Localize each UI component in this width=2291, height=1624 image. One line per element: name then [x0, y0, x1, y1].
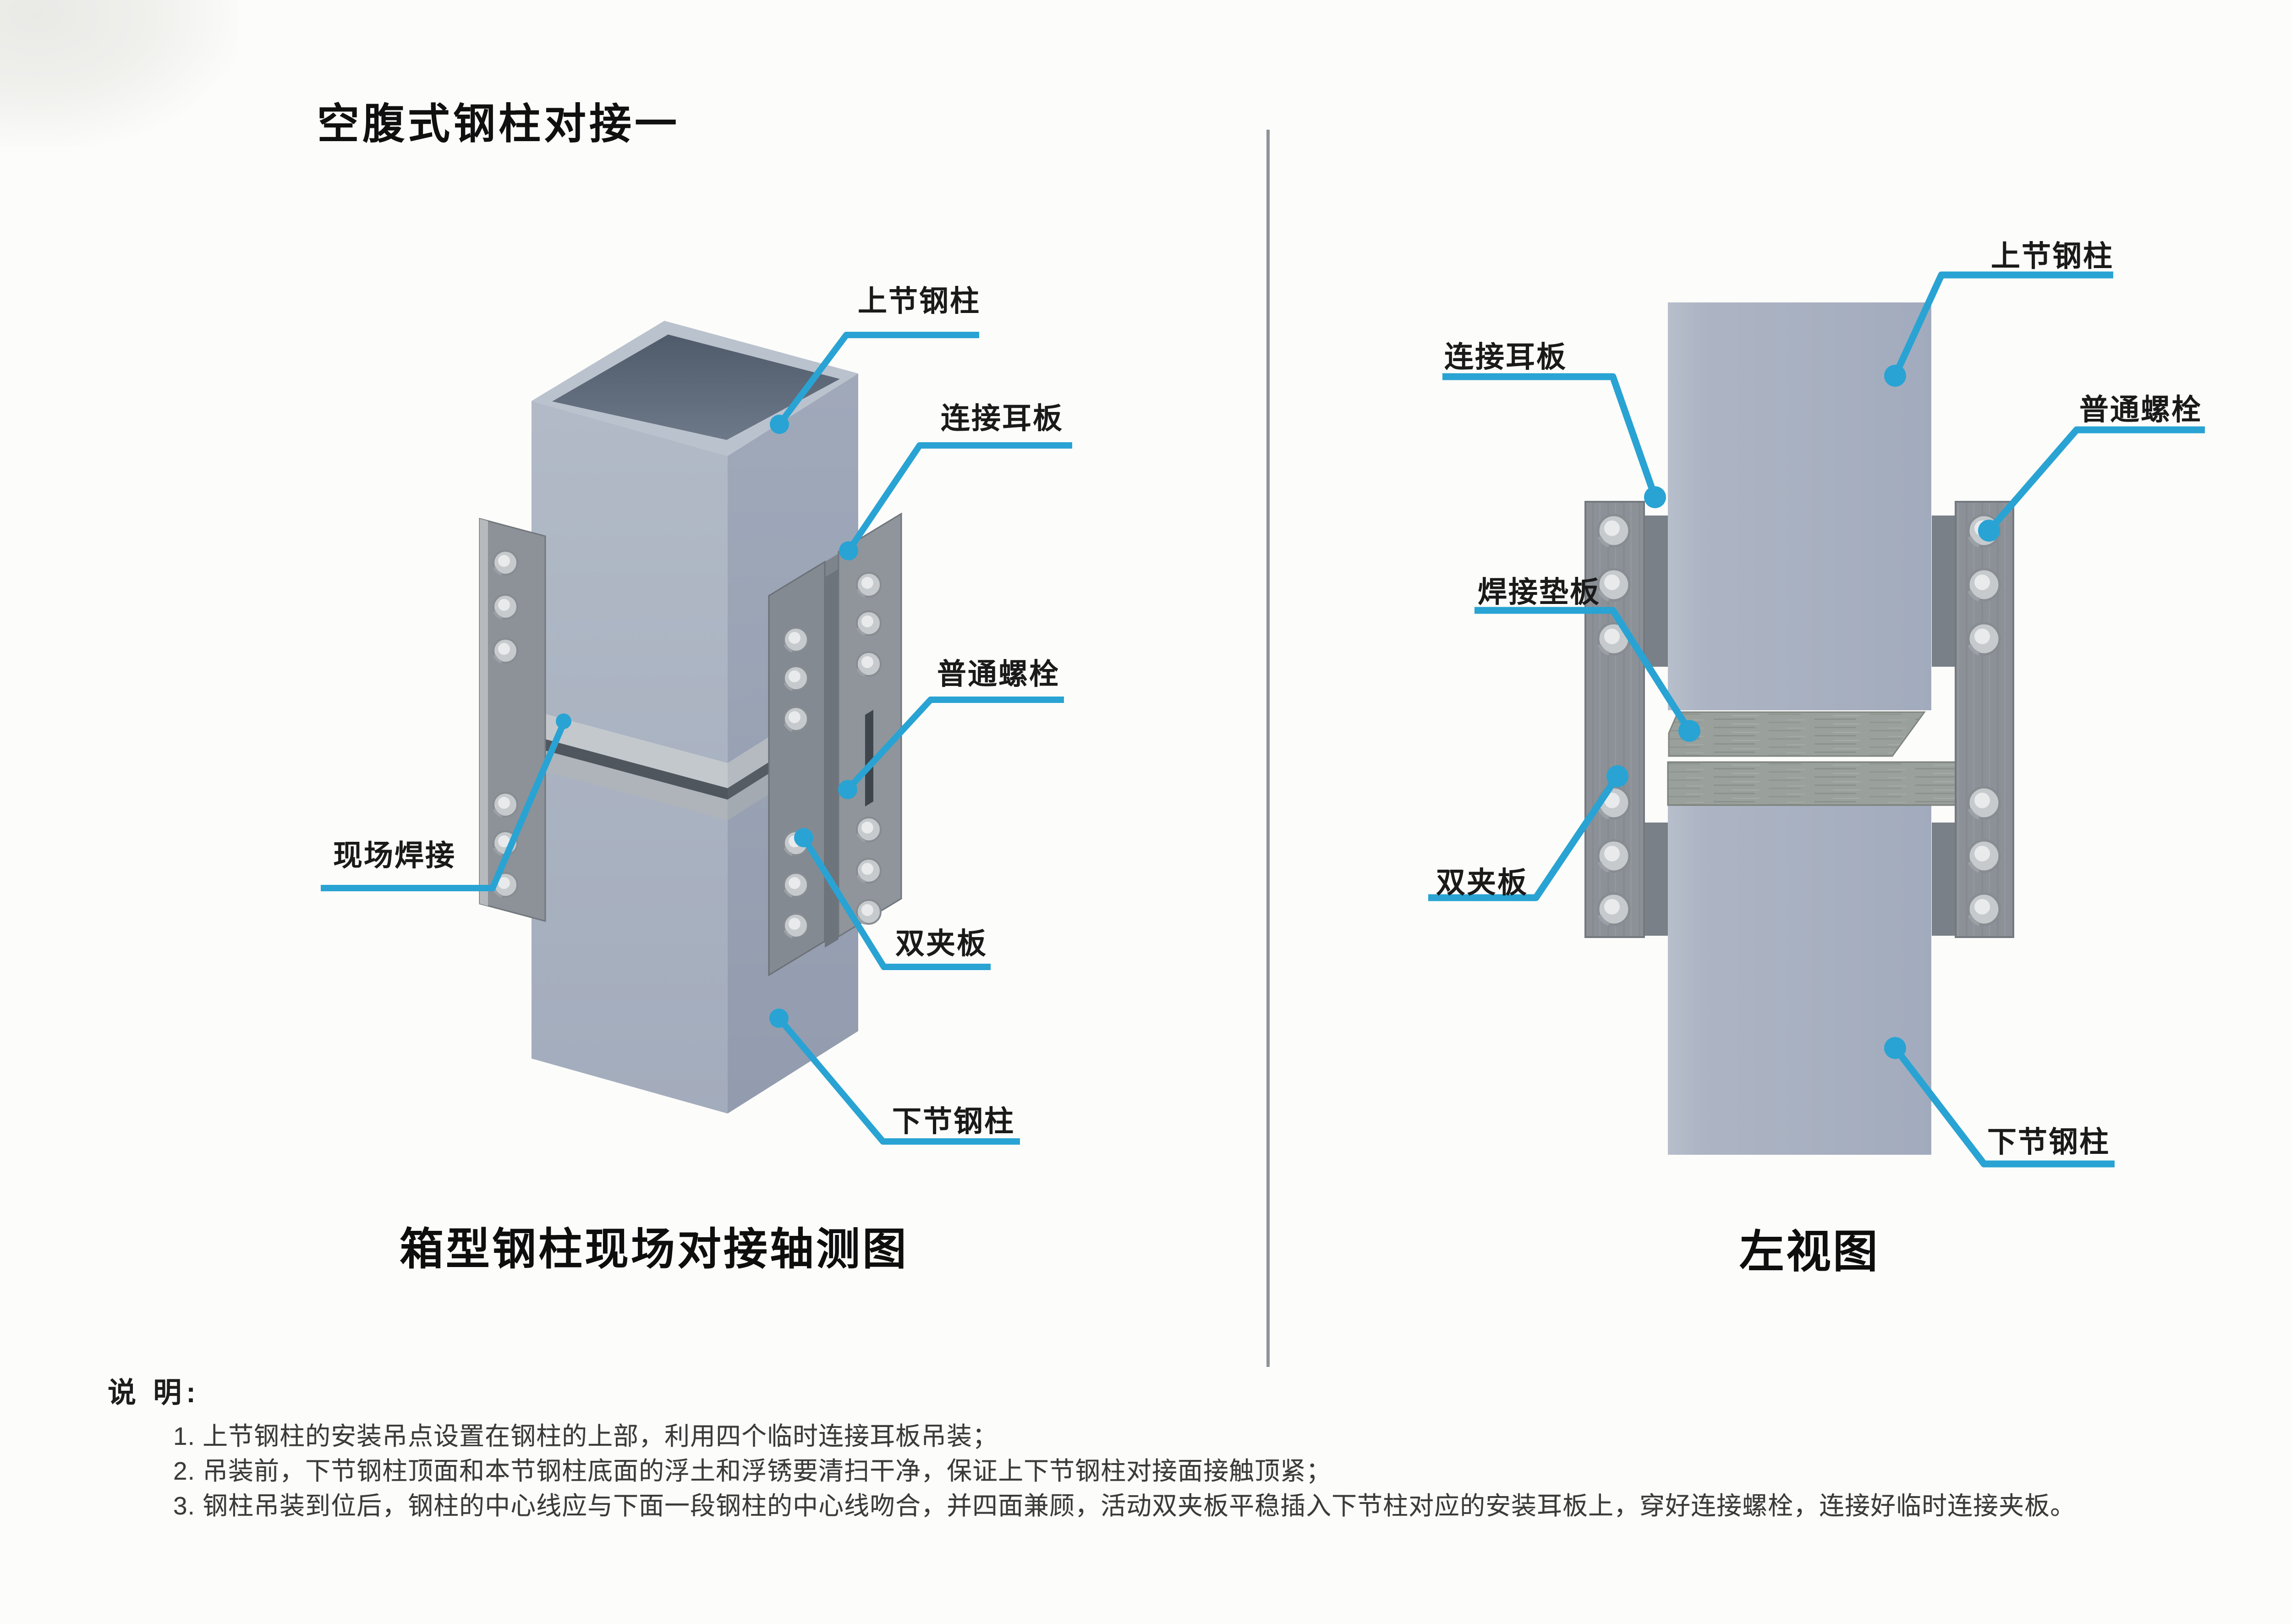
left-ear-plate-upper: [1644, 516, 1668, 667]
side-label-weld-backing: 焊接垫板: [1478, 576, 1600, 609]
right-outer-ear-plate: [838, 512, 902, 938]
leader-dot-ear-plate: [1644, 486, 1666, 508]
leader-bolt: [1986, 426, 2205, 533]
scan-artifact: [0, 0, 238, 147]
leader-lower-column: [1892, 1046, 2115, 1168]
side-left-clamp-plate: [1584, 501, 1645, 938]
leader-ear-plate: [846, 442, 1072, 553]
leader-lower-column: [776, 1016, 1020, 1145]
notes-heading: 说 明:: [108, 1377, 200, 1409]
side-label-bolt: 普通螺栓: [2079, 393, 2202, 426]
leader-dot-upper-column: [1884, 365, 1906, 387]
right-inner-clamp-plate: [768, 554, 839, 977]
leader-dot-clamp-plate: [794, 828, 813, 847]
axo-label-ear-plate: 连接耳板: [941, 402, 1063, 435]
leader-dot-lower-column: [1884, 1037, 1906, 1059]
axonometric-view: [321, 321, 1072, 1145]
side-label-lower-column: 下节钢柱: [1987, 1125, 2110, 1158]
note-item-2: 2. 吊装前，下节钢柱顶面和本节钢柱底面的浮土和浮锈要清扫干净，保证上下节钢柱对…: [173, 1457, 1332, 1485]
side-label-upper-column: 上节钢柱: [1991, 240, 2114, 273]
weld-seam-left: [532, 735, 728, 800]
side-view: [1428, 271, 2205, 1168]
view-divider-line: [1266, 130, 1270, 1367]
side-label-clamp-plate: 双夹板: [1436, 866, 1528, 899]
left-clamp-plate: [479, 518, 546, 922]
leader-clamp-plate: [1428, 774, 1621, 901]
leader-dot-weld-backing: [1678, 720, 1700, 742]
side-leader-lines: [1428, 271, 2205, 1168]
leader-field-weld: [321, 722, 567, 891]
left-ear-plate-lower: [1644, 823, 1668, 936]
axo-leader-lines: [321, 332, 1072, 1145]
side-view-caption: 左视图: [1739, 1228, 1880, 1277]
side-lower-column: [1668, 805, 1931, 1155]
side-label-ear-plate: 连接耳板: [1444, 340, 1567, 373]
right-ear-plate-upper: [1932, 516, 1956, 667]
axo-label-lower-column: 下节钢柱: [892, 1105, 1015, 1138]
weld-band-left-upper: [532, 710, 728, 788]
leader-clamp-plate: [801, 836, 991, 970]
leader-ear-plate: [1442, 373, 1659, 499]
column-hollow-interior: [552, 335, 840, 440]
page-title: 空腹式钢柱对接一: [317, 101, 680, 148]
leader-bolt: [845, 697, 1064, 792]
lower-backing-bar: [1667, 761, 1972, 806]
side-right-clamp-plate: [1955, 501, 2014, 938]
leader-dot-bolt: [1978, 520, 2000, 542]
note-item-3: 3. 钢柱吊装到位后，钢柱的中心线应与下面一段钢柱的中心线吻合，并四面兼顾，活动…: [173, 1492, 2076, 1520]
leader-dot-ear-plate: [839, 541, 858, 560]
side-upper-column: [1668, 302, 1931, 710]
leader-dot-field-weld: [556, 713, 571, 729]
side-leader-dots: [1606, 365, 2000, 1059]
leader-dot-clamp-plate: [1606, 765, 1628, 787]
leader-upper-column: [1892, 271, 2113, 378]
leader-weld-backing: [1474, 607, 1693, 733]
leader-dot-lower-column: [769, 1009, 789, 1028]
axo-label-upper-column: 上节钢柱: [858, 285, 981, 318]
axo-leader-dots: [556, 415, 858, 1028]
axo-label-bolt: 普通螺栓: [937, 658, 1060, 691]
axonometric-view-caption: 箱型钢柱现场对接轴测图: [400, 1225, 909, 1274]
axo-label-field-weld: 现场焊接: [333, 839, 456, 872]
notes-block: 说 明: 1. 上节钢柱的安装吊点设置在钢柱的上部，利用四个临时连接耳板吊装； …: [108, 1369, 2215, 1523]
leader-dot-upper-column: [770, 415, 789, 434]
axo-label-clamp-plate: 双夹板: [895, 927, 987, 960]
leader-upper-column: [777, 332, 979, 427]
upper-backing-bar: [1668, 711, 1926, 757]
weld-band-left-lower: [532, 747, 728, 820]
note-item-1: 1. 上节钢柱的安装吊点设置在钢柱的上部，利用四个临时连接耳板吊装；: [173, 1422, 998, 1450]
right-ear-plate-lower: [1932, 823, 1956, 936]
leader-dot-bolt: [838, 780, 857, 799]
